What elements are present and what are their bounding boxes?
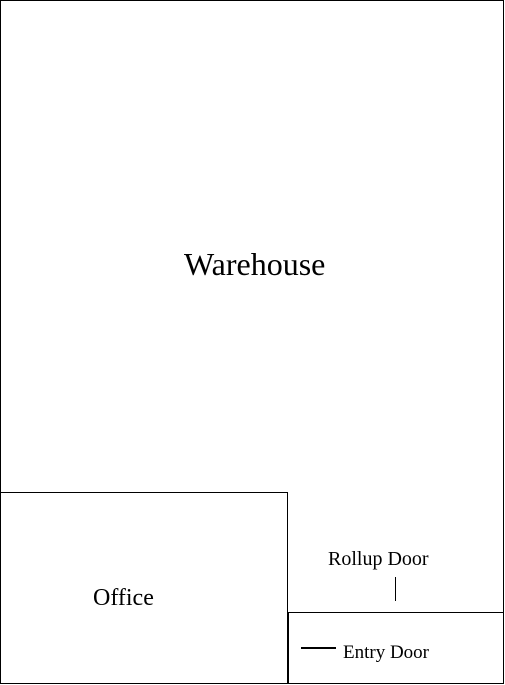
entry-area bbox=[288, 612, 504, 684]
entry-door-marker bbox=[301, 647, 336, 649]
warehouse-label: Warehouse bbox=[184, 246, 326, 282]
entry-door-label: Entry Door bbox=[343, 642, 430, 663]
office-label: Office bbox=[93, 585, 154, 611]
office-room bbox=[0, 492, 288, 684]
rollup-door-marker bbox=[395, 577, 396, 601]
rollup-door-label: Rollup Door bbox=[328, 548, 429, 570]
